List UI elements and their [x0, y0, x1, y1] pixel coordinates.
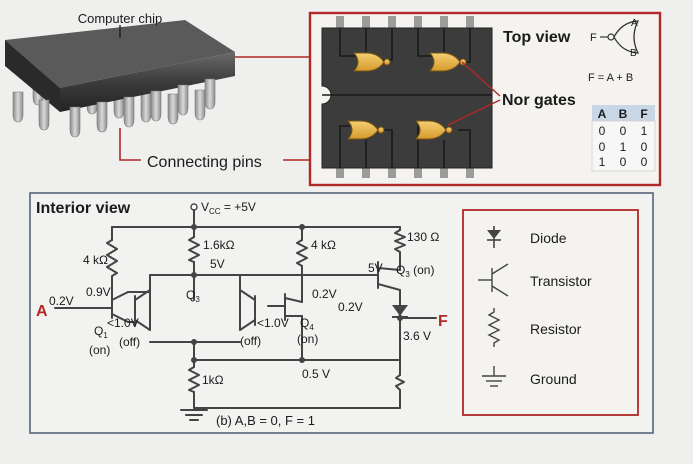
top-view-title: Top view — [503, 29, 571, 46]
top-view-panel: Top view F A B F = A + B Nor gates A B F… — [308, 11, 662, 187]
symbol-out-a: A — [631, 18, 638, 29]
resistor-4k-right — [296, 239, 308, 267]
v-q1: 0.9V — [86, 285, 111, 299]
chip-left-face — [5, 40, 60, 112]
tt-cell: 0 — [599, 124, 606, 138]
q5-base-voltage: <1.0V — [257, 316, 289, 330]
tt-cell: 1 — [620, 140, 627, 154]
v-q4-out: 0.2V — [338, 300, 363, 314]
interior-view-title: Interior view — [36, 200, 131, 217]
truth-table-body-bg — [591, 120, 656, 172]
transistor-q5 — [239, 289, 256, 331]
vcc-label: VCC = +5V — [201, 200, 256, 216]
resistor-130 — [394, 229, 406, 253]
junction-dots — [191, 224, 403, 363]
diode-icon — [487, 226, 501, 248]
nor-gates-label: Nor gates — [502, 92, 576, 109]
q5-state: (off) — [240, 334, 261, 348]
legend-panel: Diode Transistor Resistor Ground — [462, 209, 639, 416]
legend-label-resistor: Resistor — [530, 321, 582, 337]
tt-cell: 0 — [599, 140, 606, 154]
legend-label-transistor: Transistor — [530, 273, 592, 289]
v-diode: 3.6 V — [403, 329, 431, 343]
symbol-input-label: F — [590, 32, 597, 44]
tt-cell: 0 — [641, 155, 648, 169]
nor-gates-leader-2 — [447, 99, 501, 126]
resistor-1k — [188, 366, 200, 393]
v-5v-mid: 5V — [210, 257, 225, 271]
top-view-chip — [321, 16, 493, 178]
top-view-pins — [336, 16, 474, 178]
tt-header-a: A — [598, 107, 607, 121]
truth-table: A B F 0 0 1 0 1 0 1 0 0 — [591, 105, 656, 172]
computer-chip: Computer chip Connecting pins — [5, 11, 310, 171]
transistor-q4 — [267, 293, 303, 321]
ground-icon — [482, 366, 506, 387]
input-a-label: A — [36, 303, 48, 320]
legend-label-diode: Diode — [530, 230, 567, 246]
resistor-icon — [487, 308, 501, 347]
nor-symbol-icon: F A B — [590, 18, 640, 59]
r5-label: 1kΩ — [202, 373, 224, 387]
resistor-4k-left — [106, 239, 118, 279]
tt-header-f: F — [640, 107, 647, 121]
legend-label-ground: Ground — [530, 371, 577, 387]
v-low: 0.5 V — [302, 367, 330, 381]
q3-label: Q3 — [186, 288, 200, 304]
tt-cell: 0 — [641, 140, 648, 154]
truth-table-header-bg — [592, 105, 655, 121]
pins-leader — [119, 128, 141, 161]
pins-label: Connecting pins — [147, 154, 262, 171]
transistor-q1 — [102, 291, 151, 323]
v-5v-right: 5V — [368, 261, 383, 275]
ground-symbol — [180, 409, 208, 421]
tt-cell: 1 — [599, 155, 606, 169]
q1-state: (on) — [89, 343, 110, 357]
r3-label: 4 kΩ — [311, 238, 336, 252]
tt-cell: 0 — [620, 124, 627, 138]
nor-gates-leader-1 — [461, 61, 501, 97]
symbol-out-b: B — [630, 48, 637, 59]
q2-state: (off) — [119, 335, 140, 349]
q3-right-label: Q3 (on) — [396, 263, 434, 279]
transistor-icon — [478, 263, 509, 297]
circuit-caption: (b) A,B = 0, F = 1 — [216, 413, 315, 428]
nor-equation: F = A + B — [588, 72, 633, 84]
q1-label: Q1 — [94, 324, 108, 340]
q4-label: Q4 — [300, 316, 314, 332]
chip-top-face — [5, 20, 235, 88]
v-a: 0.2V — [49, 294, 74, 308]
chip-label: Computer chip — [78, 11, 163, 26]
q4-state: (on) — [297, 332, 318, 346]
tt-header-b: B — [619, 107, 628, 121]
r4-label: 130 Ω — [407, 230, 439, 244]
v-q4-in: 0.2V — [312, 287, 337, 301]
chip-front-face — [60, 52, 235, 112]
q1-base-voltage: <1.0V — [107, 316, 139, 330]
r2-label: 1.6kΩ — [203, 238, 235, 252]
tt-cell: 0 — [620, 155, 627, 169]
resistor-1-6k — [188, 236, 200, 263]
transistor-q2 — [127, 289, 151, 331]
resistor-bottom-right — [395, 374, 405, 391]
r1-label: 4 kΩ — [83, 253, 108, 267]
tt-cell: 1 — [641, 124, 648, 138]
output-f-label: F — [438, 313, 448, 330]
transistor-q3-right — [377, 261, 401, 297]
